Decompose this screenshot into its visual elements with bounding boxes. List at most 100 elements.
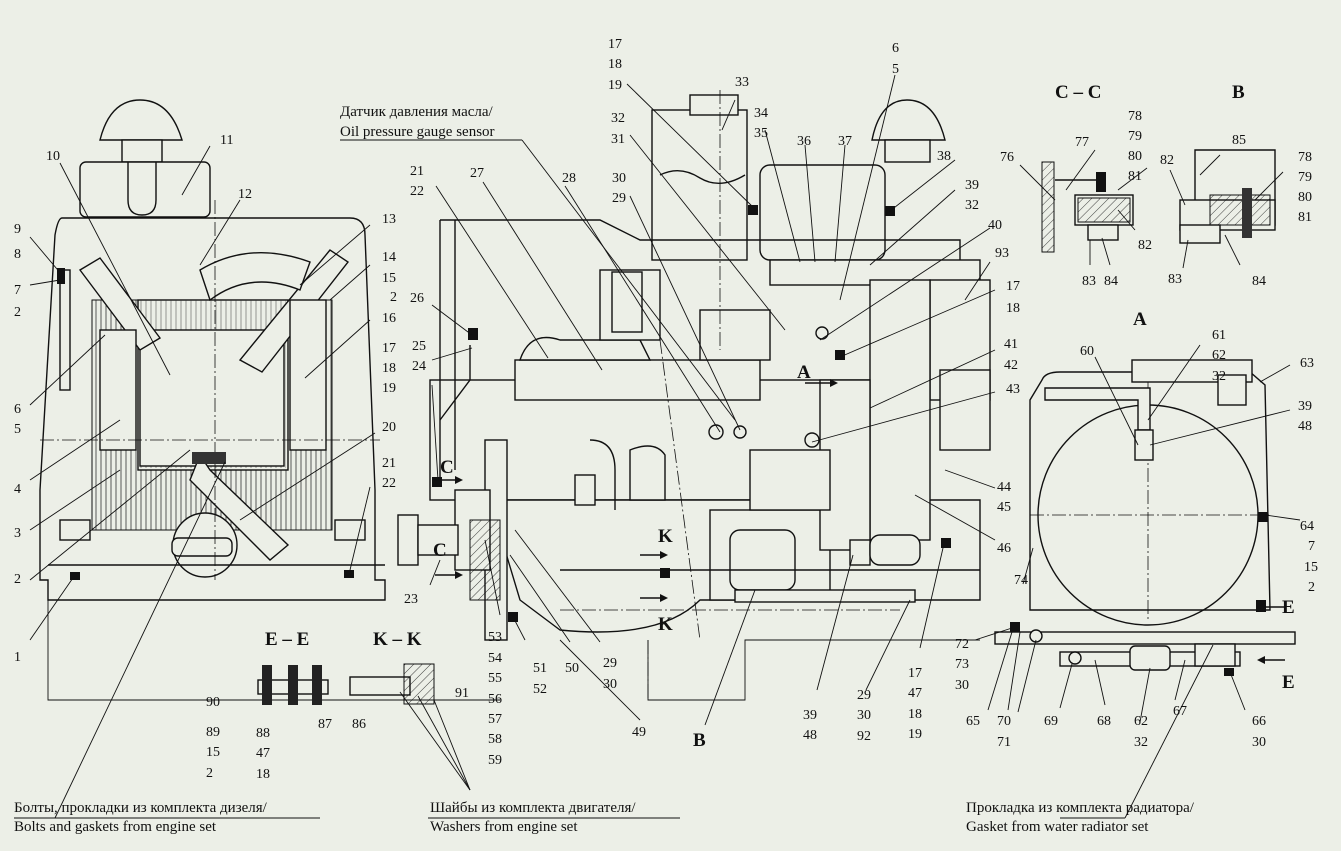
- callout-47: 47: [908, 686, 922, 701]
- callout-74: 74: [1014, 573, 1028, 588]
- callout-31: 31: [611, 132, 625, 147]
- callout-89: 89: [206, 725, 220, 740]
- callout-82: 82: [1138, 238, 1152, 253]
- marker-b: B: [693, 730, 706, 751]
- callout-90: 90: [206, 695, 220, 710]
- callout-9: 9: [14, 222, 21, 237]
- view-title-cc: C – C: [1055, 82, 1101, 103]
- marker-k-top: K: [658, 526, 673, 547]
- callout-81: 81: [1298, 210, 1312, 225]
- caption-oil-sensor-en: Oil pressure gauge sensor: [340, 124, 495, 140]
- callout-17: 17: [908, 666, 922, 681]
- callout-54: 54: [488, 651, 502, 666]
- callout-41: 41: [1004, 337, 1018, 352]
- view-title-b: B: [1232, 82, 1245, 103]
- callout-30: 30: [955, 678, 969, 693]
- callout-2: 2: [206, 766, 213, 781]
- callout-19: 19: [908, 727, 922, 742]
- callout-64: 64: [1300, 519, 1314, 534]
- callout-60: 60: [1080, 344, 1094, 359]
- caption-washers-en: Washers from engine set: [430, 819, 578, 835]
- callout-18: 18: [908, 707, 922, 722]
- callout-86: 86: [352, 717, 366, 732]
- callout-40: 40: [988, 218, 1002, 233]
- callout-30: 30: [603, 677, 617, 692]
- callout-15: 15: [1304, 560, 1318, 575]
- callout-16: 16: [382, 311, 396, 326]
- callout-91: 91: [455, 686, 469, 701]
- callout-81: 81: [1128, 169, 1142, 184]
- callout-2: 2: [14, 572, 21, 587]
- callout-15: 15: [382, 271, 396, 286]
- callout-69: 69: [1044, 714, 1058, 729]
- callout-62: 62: [1212, 348, 1226, 363]
- callout-38: 38: [937, 149, 951, 164]
- callout-37: 37: [838, 134, 852, 149]
- view-title-ee: E – E: [265, 629, 309, 650]
- callout-29: 29: [612, 191, 626, 206]
- callout-50: 50: [565, 661, 579, 676]
- caption-bolts-en: Bolts and gaskets from engine set: [14, 819, 217, 835]
- callout-27: 27: [470, 166, 484, 181]
- callout-33: 33: [735, 75, 749, 90]
- callout-61: 61: [1212, 328, 1226, 343]
- callout-45: 45: [997, 500, 1011, 515]
- view-a: [994, 359, 1296, 676]
- callout-32: 32: [611, 111, 625, 126]
- callout-78: 78: [1128, 109, 1142, 124]
- callout-21: 21: [410, 164, 424, 179]
- callout-59: 59: [488, 753, 502, 768]
- callout-72: 72: [955, 637, 969, 652]
- callout-12: 12: [238, 187, 252, 202]
- labels: Датчик давления масла/ Oil pressure gaug…: [14, 37, 1318, 835]
- marker-k-bottom: K: [658, 614, 673, 635]
- callout-30: 30: [1252, 735, 1266, 750]
- callout-36: 36: [797, 134, 811, 149]
- callout-10: 10: [46, 149, 60, 164]
- callout-7: 7: [1308, 539, 1315, 554]
- callout-18: 18: [382, 361, 396, 376]
- caption-oil-sensor-ru: Датчик давления масла/: [340, 104, 494, 120]
- callout-83: 83: [1168, 272, 1182, 287]
- callout-35: 35: [754, 126, 768, 141]
- callout-26: 26: [410, 291, 424, 306]
- callout-55: 55: [488, 671, 502, 686]
- callout-18: 18: [1006, 301, 1020, 316]
- callout-29: 29: [603, 656, 617, 671]
- callout-65: 65: [966, 714, 980, 729]
- callout-20: 20: [382, 420, 396, 435]
- view-title-kk: K – K: [373, 629, 422, 650]
- callout-80: 80: [1298, 190, 1312, 205]
- callout-5: 5: [14, 422, 21, 437]
- callout-70: 70: [997, 714, 1011, 729]
- marker-e-top: E: [1282, 597, 1295, 618]
- callout-76: 76: [1000, 150, 1014, 165]
- callout-11: 11: [220, 133, 233, 148]
- callout-84: 84: [1104, 274, 1118, 289]
- callout-85: 85: [1232, 133, 1246, 148]
- section-ee: [257, 665, 329, 705]
- callout-58: 58: [488, 732, 502, 747]
- callout-62: 62: [1134, 714, 1148, 729]
- callout-3: 3: [14, 526, 21, 541]
- callout-78: 78: [1298, 150, 1312, 165]
- callout-19: 19: [608, 78, 622, 93]
- callout-48: 48: [803, 728, 817, 743]
- callout-13: 13: [382, 212, 396, 227]
- callout-87: 87: [318, 717, 332, 732]
- callout-84: 84: [1252, 274, 1266, 289]
- marker-c-top: C: [440, 457, 454, 478]
- callout-8: 8: [14, 247, 21, 262]
- callout-93: 93: [995, 246, 1009, 261]
- callout-43: 43: [1006, 382, 1020, 397]
- callout-57: 57: [488, 712, 502, 727]
- section-kk: [349, 663, 435, 705]
- callout-32: 32: [965, 198, 979, 213]
- callout-2: 2: [390, 290, 397, 305]
- callout-42: 42: [1004, 358, 1018, 373]
- callout-39: 39: [965, 178, 979, 193]
- callout-71: 71: [997, 735, 1011, 750]
- callout-67: 67: [1173, 704, 1187, 719]
